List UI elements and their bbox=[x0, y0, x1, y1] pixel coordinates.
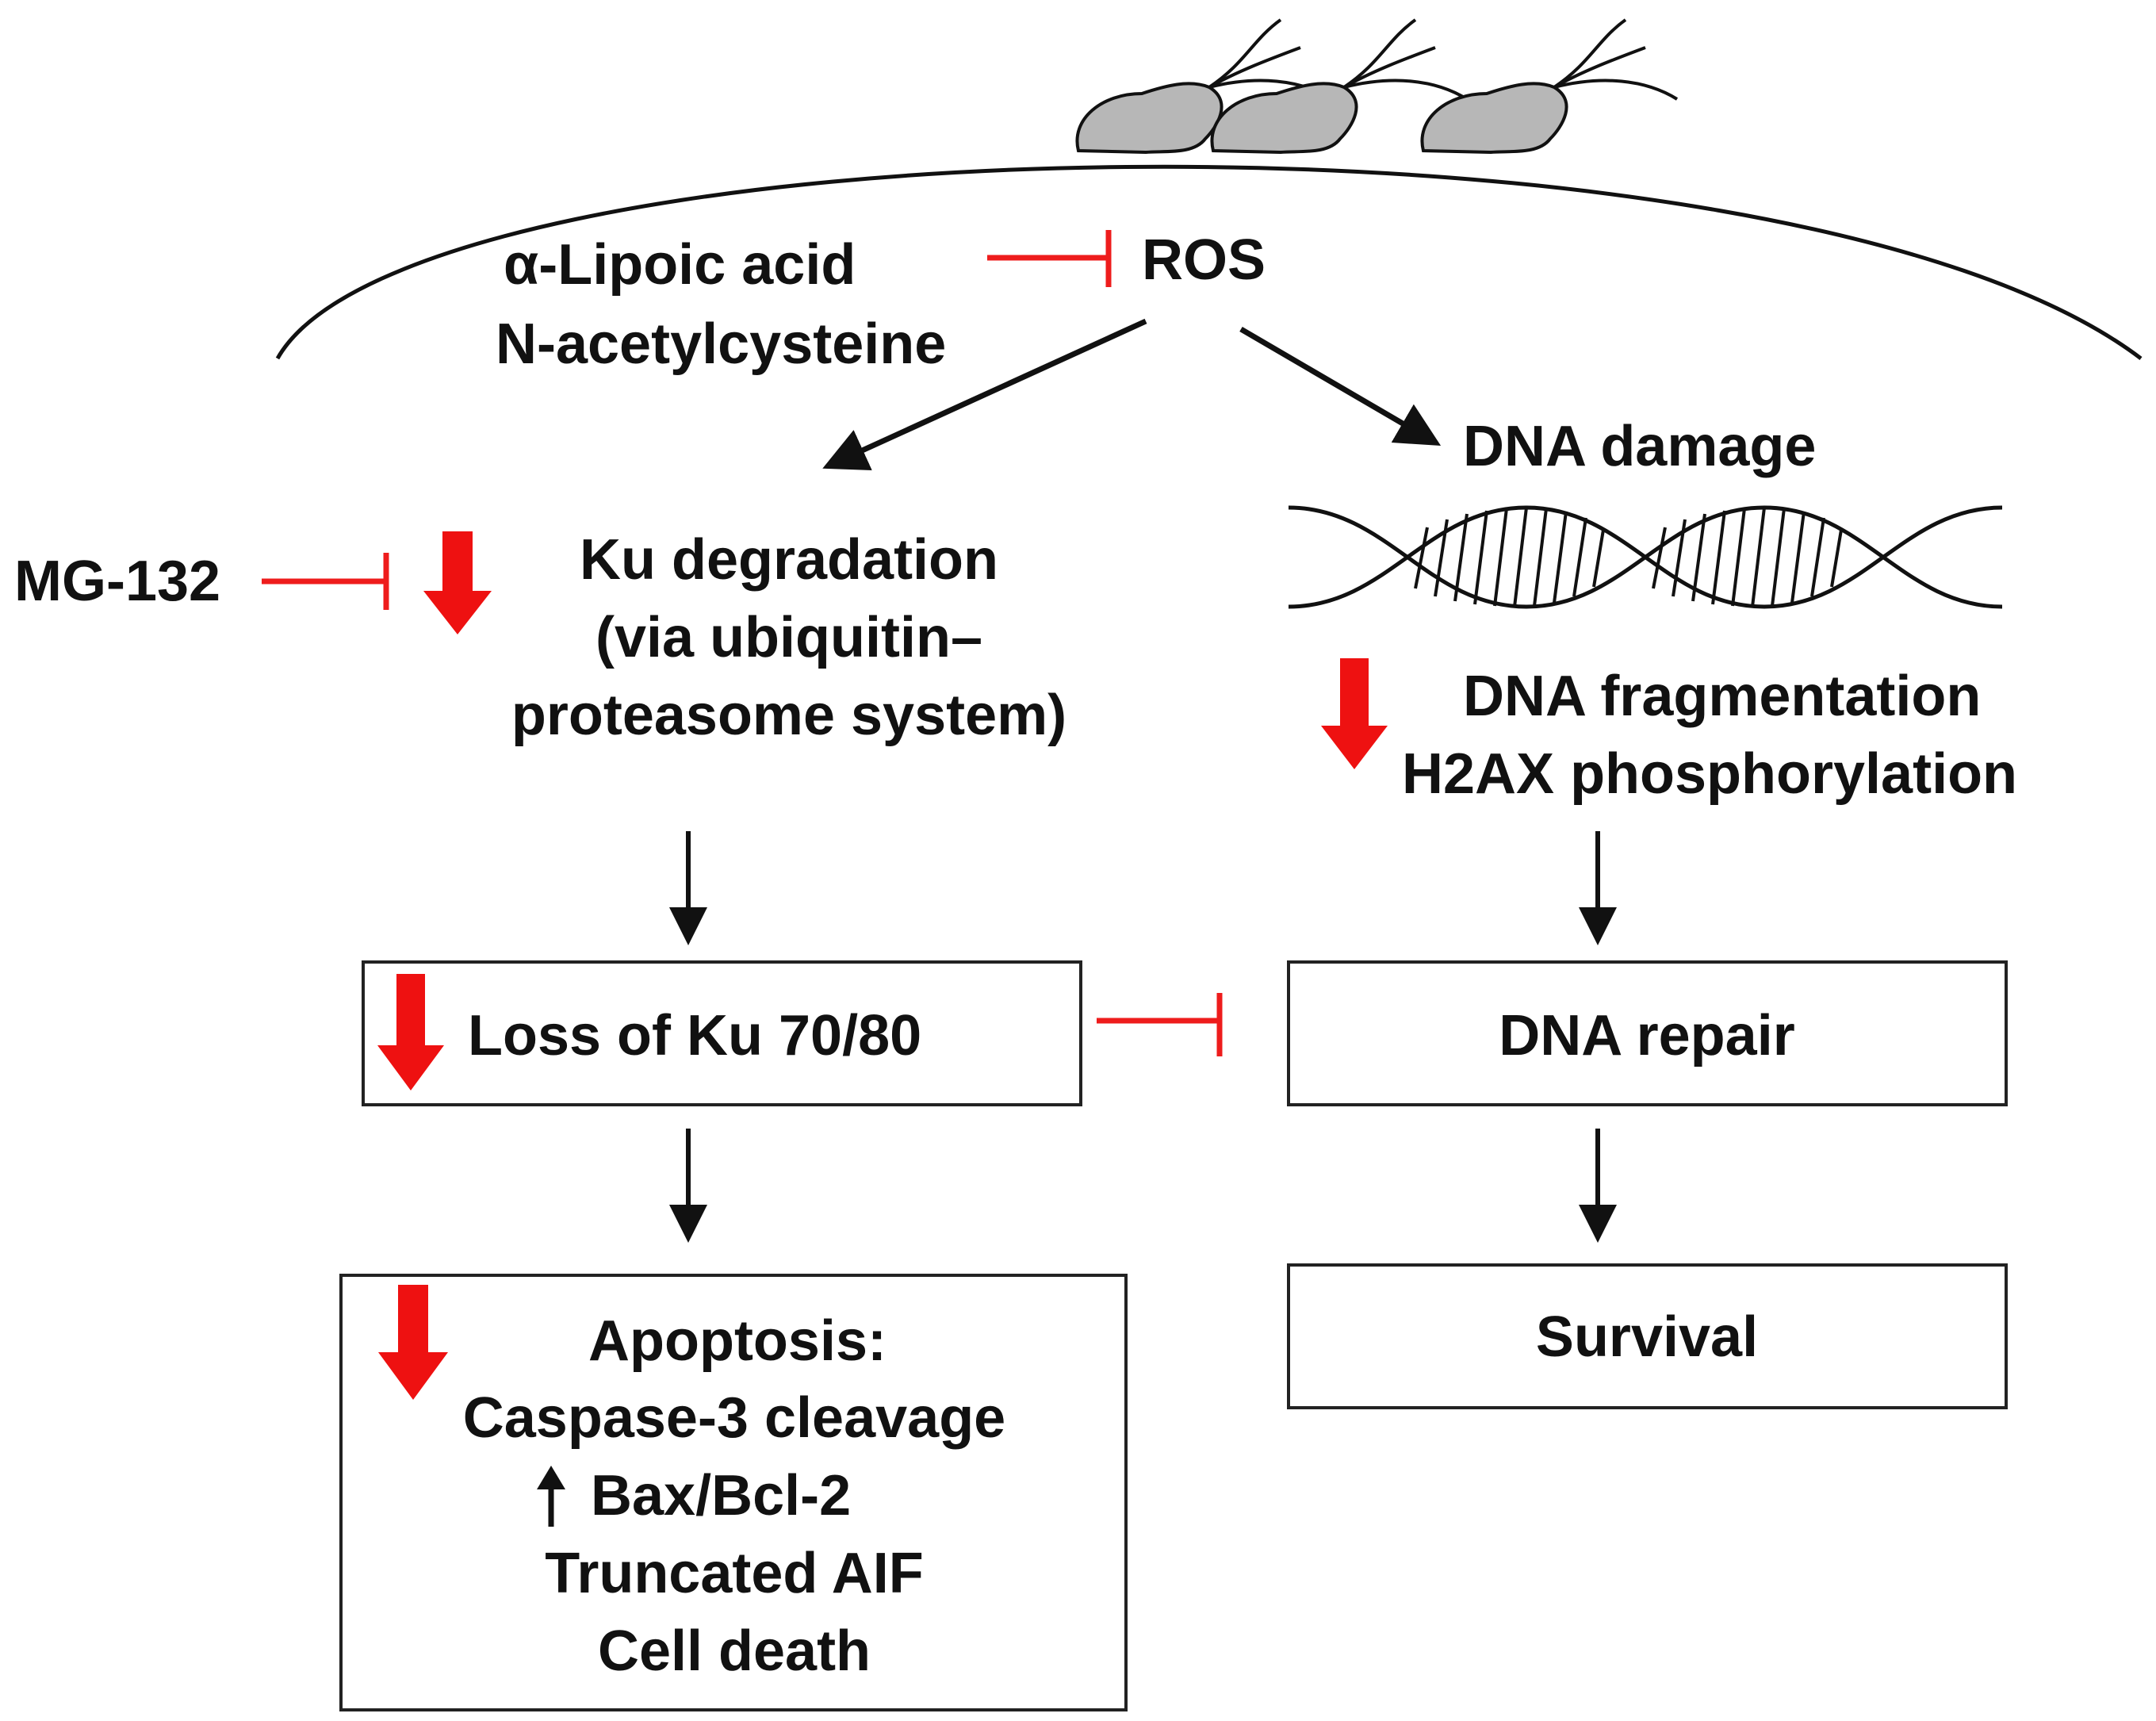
survival-box bbox=[1287, 1263, 2008, 1409]
loss-ku-box bbox=[362, 960, 1082, 1106]
dna-repair-label: DNA repair bbox=[1499, 1004, 1795, 1067]
red-down-arrow-icon bbox=[1321, 658, 1388, 769]
arrow-ros-to-dna-damage bbox=[1239, 326, 1442, 447]
caspase-label: Caspase-3 cleavage bbox=[462, 1386, 1006, 1450]
cell-death-label: Cell death bbox=[597, 1619, 871, 1683]
inhibition-bar-icon bbox=[1097, 993, 1223, 1056]
apoptosis-box bbox=[339, 1274, 1128, 1711]
apoptosis-label: Apoptosis: bbox=[588, 1309, 887, 1373]
h2ax-phosphorylation-label: H2AX phosphorylation bbox=[1402, 742, 2018, 806]
survival-label: Survival bbox=[1535, 1305, 1759, 1369]
bax-bcl2-label: Bax/Bcl-2 bbox=[591, 1464, 852, 1527]
ku-degradation-line2: (via ubiquitin– bbox=[595, 606, 983, 669]
lipoic-acid-label: α-Lipoic acid bbox=[504, 233, 856, 297]
red-down-arrow-icon bbox=[423, 531, 492, 634]
dna-damage-label: DNA damage bbox=[1463, 415, 1817, 478]
up-arrow-icon bbox=[537, 1466, 565, 1527]
bacterium-icon bbox=[1420, 18, 1679, 155]
cell-membrane bbox=[275, 164, 2143, 360]
loss-ku-label: Loss of Ku 70/80 bbox=[468, 1004, 922, 1067]
truncated-aif-label: Truncated AIF bbox=[545, 1542, 924, 1605]
bacterium-icon bbox=[1075, 18, 1334, 155]
bacterium-icon bbox=[1210, 18, 1469, 155]
inhibition-bar-icon bbox=[987, 230, 1112, 287]
dna-fragmentation-label: DNA fragmentation bbox=[1463, 665, 1982, 728]
red-down-arrow-icon bbox=[377, 974, 444, 1090]
red-down-arrow-icon bbox=[378, 1285, 448, 1400]
arrow-ros-to-ku bbox=[822, 318, 1147, 471]
dna-repair-box bbox=[1287, 960, 2008, 1106]
mg132-label: MG-132 bbox=[14, 550, 221, 613]
nac-label: N-acetylcysteine bbox=[496, 312, 947, 376]
ku-degradation-line1: Ku degradation bbox=[579, 528, 999, 592]
ku-degradation-line3: proteasome system) bbox=[511, 684, 1067, 747]
ros-label: ROS bbox=[1142, 228, 1266, 292]
inhibition-bar-icon bbox=[262, 553, 389, 610]
dna-helix-icon bbox=[1288, 505, 2003, 609]
